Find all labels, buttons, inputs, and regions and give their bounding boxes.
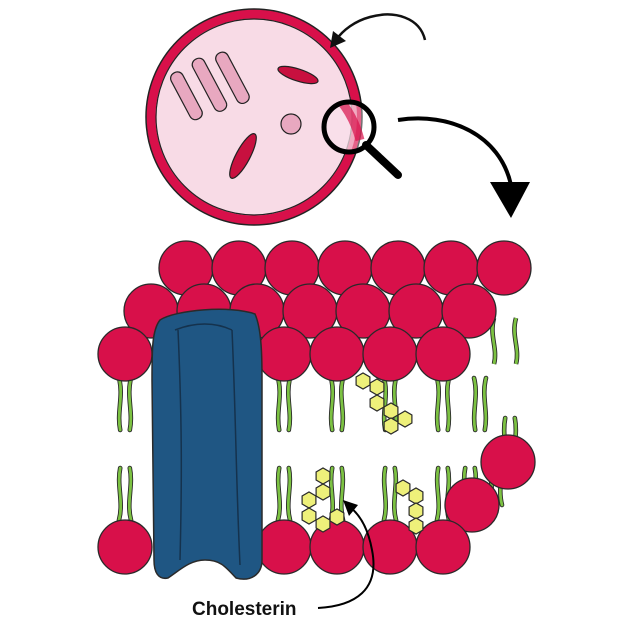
phospholipid-head — [415, 326, 471, 382]
cholesterol-ring — [315, 467, 331, 485]
phospholipid-head — [256, 519, 312, 575]
phospholipid-head — [362, 326, 418, 382]
phospholipid-head — [444, 477, 500, 533]
cholesterol-ring — [383, 417, 399, 435]
lipid-tail — [435, 376, 441, 432]
cholesterol-ring — [408, 502, 424, 520]
lipid-tail — [117, 466, 123, 522]
cholesterol-ring — [329, 508, 345, 526]
cholesterol-ring — [355, 372, 371, 390]
lipid-tail — [472, 376, 478, 432]
cholesterol-ring — [408, 517, 424, 535]
cholesterol-ring — [397, 410, 413, 428]
organelle-rod — [277, 65, 319, 85]
phospholipid-head — [309, 326, 365, 382]
curved-arrow-icon — [330, 13, 427, 48]
lipid-tail — [276, 466, 282, 522]
cholesterol-ring — [315, 483, 331, 501]
vesicle — [280, 113, 302, 135]
cholesterol-ring — [395, 479, 411, 497]
lipid-tail — [435, 466, 441, 522]
phospholipid-head — [97, 519, 153, 575]
lipid-tail — [329, 376, 335, 432]
lipid-tail — [392, 466, 398, 522]
lipid-tail — [445, 376, 451, 432]
lipid-tail — [117, 376, 123, 432]
cholesterol-ring — [408, 487, 424, 505]
phospholipid-head — [256, 326, 312, 382]
organelle-stripes — [170, 51, 250, 121]
lipid-tail — [276, 376, 282, 432]
lipid-tail — [127, 376, 133, 432]
phospholipid-head — [480, 434, 536, 490]
transmembrane-protein — [151, 308, 263, 580]
cholesterol-ring — [383, 402, 399, 420]
phospholipid-head — [476, 240, 532, 296]
magnifier-icon — [321, 99, 402, 179]
cholesterol-ring — [315, 515, 331, 533]
lipid-tail — [482, 376, 488, 432]
lipid-tail — [513, 317, 519, 365]
cholesterol-ring — [369, 394, 385, 412]
lipid-tail — [127, 466, 133, 522]
protein-contour — [174, 323, 233, 331]
curved-arrow-down-icon — [397, 116, 530, 218]
phospholipid-head — [441, 283, 497, 339]
lipid-tail — [339, 376, 345, 432]
protein-contour — [177, 329, 183, 561]
cholesterol-ring — [301, 507, 317, 525]
cholesterol-ring — [301, 491, 317, 509]
lipid-tail — [286, 466, 292, 522]
lipid-bilayer — [97, 240, 536, 580]
curved-arrow-label-icon — [317, 500, 375, 609]
protein-contour — [231, 329, 241, 566]
cholesterol-label: Cholesterin — [192, 599, 297, 620]
lipid-tail — [382, 466, 388, 522]
phospholipid-head — [415, 519, 471, 575]
phospholipid-head — [97, 326, 153, 382]
cholesterol-ring — [369, 378, 385, 396]
lipid-tail — [286, 376, 292, 432]
organelle-rod-lower — [229, 133, 257, 179]
cholesterol-label-group: Cholesterin — [192, 500, 375, 620]
